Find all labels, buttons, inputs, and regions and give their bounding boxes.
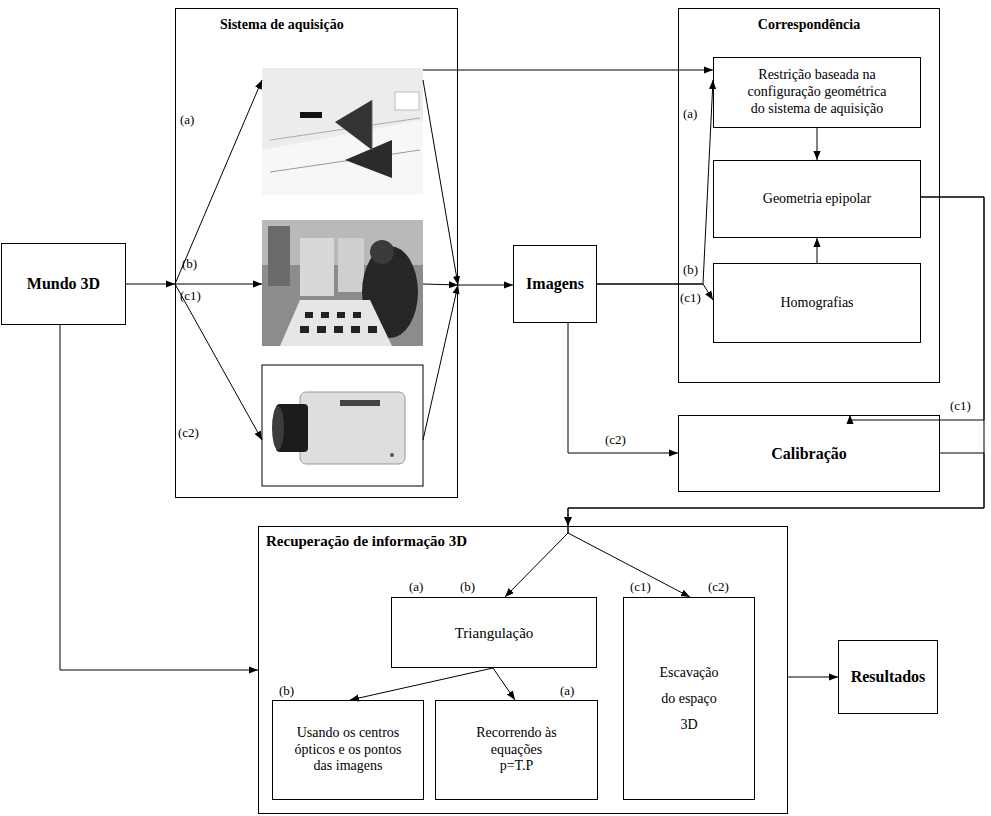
process-box: Triangulação bbox=[391, 597, 597, 668]
panel-title: Sistema de aquisição bbox=[220, 17, 457, 34]
box-label: Restrição baseada na configuração geomét… bbox=[740, 67, 895, 117]
branch-label: (c1) bbox=[630, 579, 651, 594]
flow-arrow bbox=[850, 197, 984, 420]
panel-title: Correspondência bbox=[679, 17, 939, 34]
flow-arrow bbox=[126, 284, 175, 285]
process-box: Homografias bbox=[713, 263, 921, 343]
box-label: Imagens bbox=[526, 274, 584, 293]
flow-arrow bbox=[568, 453, 984, 597]
box-label: Mundo 3D bbox=[27, 274, 100, 293]
box-label: Escavação do espaço 3D bbox=[659, 660, 718, 738]
branch-label: (a) bbox=[560, 683, 574, 698]
process-box: Escavação do espaço 3D bbox=[623, 597, 755, 800]
method-box: Usando os centros ópticos e os pontos da… bbox=[272, 700, 424, 800]
images-box: Imagens bbox=[513, 245, 597, 323]
branch-arrows bbox=[175, 70, 458, 440]
branch-label: (b) bbox=[182, 256, 197, 271]
branch-label: (b) bbox=[460, 579, 475, 594]
branch-label: (a) bbox=[409, 579, 423, 594]
branch-label: (c1) bbox=[680, 290, 701, 305]
branch-label: (c2) bbox=[708, 579, 729, 594]
flow-arrow bbox=[788, 677, 838, 678]
process-box: Geometria epipolar bbox=[713, 160, 921, 238]
flow-arrow bbox=[458, 70, 713, 71]
branch-label: (a) bbox=[683, 106, 697, 121]
box-label: Calibração bbox=[771, 444, 847, 463]
box-label: Usando os centros ópticos e os pontos da… bbox=[294, 725, 402, 775]
branch-label: (c2) bbox=[605, 432, 626, 447]
box-label: Resultados bbox=[851, 667, 926, 686]
mirror-setup-photo bbox=[262, 220, 423, 346]
flow-arrow bbox=[493, 668, 515, 700]
process-box: Restrição baseada na configuração geomét… bbox=[713, 57, 921, 128]
flow-arrow bbox=[458, 285, 513, 286]
branch-label: (c1) bbox=[180, 288, 201, 303]
flow-arrow bbox=[350, 668, 493, 700]
box-label: Triangulação bbox=[455, 624, 534, 642]
panel-title: Recuperação de informação 3D bbox=[266, 532, 787, 550]
flow-arrow bbox=[817, 238, 818, 263]
branch-label: (a) bbox=[180, 112, 194, 127]
input-box: Mundo 3D bbox=[1, 243, 126, 325]
calibration-box: Calibração bbox=[678, 415, 940, 492]
branch-label: (c1) bbox=[950, 398, 971, 413]
camera-photo bbox=[262, 365, 423, 486]
flow-arrow bbox=[817, 128, 818, 160]
recovery-panel: Recuperação de informação 3D Triangulação… bbox=[258, 526, 788, 814]
branch-label: (c2) bbox=[178, 425, 199, 440]
correspondence-panel: CorrespondênciaRestrição baseada na conf… bbox=[678, 8, 940, 383]
method-box: Recorrendo às equações p=T.P bbox=[435, 700, 598, 800]
flow-arrow bbox=[597, 80, 713, 284]
box-label: Geometria epipolar bbox=[763, 191, 871, 208]
acquisition-panel: Sistema de aquisição bbox=[175, 8, 458, 498]
branch-label: (b) bbox=[279, 683, 294, 698]
flow-arrow bbox=[568, 323, 678, 453]
box-label: Recorrendo às equações p=T.P bbox=[474, 725, 559, 775]
box-label: Homografias bbox=[780, 295, 853, 312]
flow-arrow bbox=[505, 197, 984, 597]
branch-label: (b) bbox=[683, 262, 698, 277]
output-box: Resultados bbox=[838, 640, 938, 714]
stereo-rig-photo bbox=[262, 68, 423, 195]
